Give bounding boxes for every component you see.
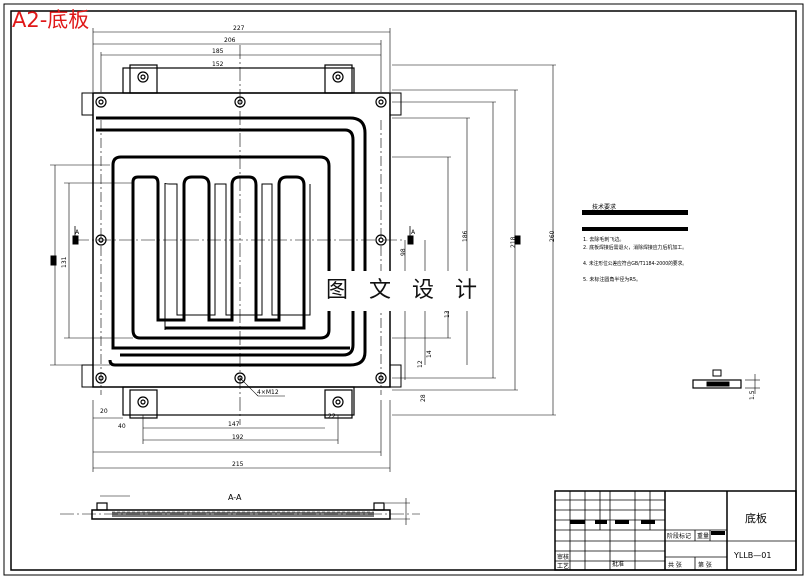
dimension-labels: 227 206 185 152 147 192 215 40 22 20 131… bbox=[61, 25, 556, 468]
tech-title: 技术要求 bbox=[592, 203, 616, 211]
bottom-lug-bar bbox=[122, 386, 355, 416]
section-view bbox=[60, 495, 420, 525]
dim-147: 147 bbox=[228, 421, 240, 428]
cut-mark-left: A bbox=[75, 229, 80, 236]
lug-bl bbox=[129, 389, 158, 419]
dim-133: 133 bbox=[444, 306, 451, 318]
dim-152: 152 bbox=[212, 61, 224, 68]
dim-22: 22 bbox=[328, 413, 336, 420]
tech-item-1: 1. 去除毛刺飞边。 bbox=[583, 236, 624, 243]
plan-view bbox=[75, 45, 405, 425]
tech-item-4: 5. 未标注圆角半径为R5。 bbox=[583, 276, 641, 283]
dim-192: 192 bbox=[232, 434, 244, 441]
dim-12: 12 bbox=[417, 360, 424, 368]
tech-item-3: 4. 未注形位公差应符合GB/T1184-2000的要求。 bbox=[583, 260, 687, 267]
lug-br bbox=[324, 389, 353, 419]
inner-border bbox=[10, 10, 797, 571]
top-lug-bar bbox=[122, 67, 355, 94]
dim-40: 40 bbox=[118, 423, 126, 430]
tb-approve: 批准 bbox=[612, 560, 624, 568]
dim-218: 218 bbox=[510, 236, 517, 248]
dim-20: 20 bbox=[100, 408, 108, 415]
dim-14: 14 bbox=[426, 350, 433, 358]
tb-process: 工艺 bbox=[557, 562, 569, 570]
lug-tr bbox=[324, 64, 353, 94]
dim-131: 131 bbox=[61, 256, 68, 268]
tb-sheet-no: 第 张 bbox=[698, 561, 712, 569]
detail-view bbox=[692, 369, 760, 394]
outer-channel bbox=[96, 116, 367, 367]
tech-item-2: 2. 底板焊接后需退火，消除焊接应力后机加工。 bbox=[583, 244, 687, 251]
tech-requirements: 技术要求 1. 去除毛刺飞边。 2. 底板焊接后需退火，消除焊接应力后机加工。 … bbox=[582, 203, 688, 283]
hole-callout: 4×M12 bbox=[257, 389, 279, 396]
part-name: 底板 bbox=[745, 511, 767, 525]
title-block bbox=[554, 490, 797, 571]
cut-mark-right: A bbox=[411, 229, 416, 236]
dim-206: 206 bbox=[224, 37, 236, 44]
dim-215: 215 bbox=[232, 461, 244, 468]
tb-review: 审核 bbox=[557, 553, 569, 561]
bolt-holes bbox=[95, 71, 387, 408]
dim-98: 98 bbox=[400, 248, 407, 256]
dimension-lines bbox=[50, 28, 556, 472]
outer-border bbox=[3, 3, 804, 576]
tb-stage: 阶段标记 bbox=[667, 532, 691, 540]
dim-28: 28 bbox=[420, 394, 427, 402]
lug-tl bbox=[129, 64, 158, 94]
section-label: A-A bbox=[228, 493, 242, 502]
serpentine-channel bbox=[138, 175, 306, 330]
drawing-number: YLLB—01 bbox=[733, 551, 771, 560]
tb-sheets: 共 张 bbox=[668, 561, 682, 569]
title-block-text: 阶段标记 重量 共 张 第 张 审核 工艺 批准 底板 YLLB—01 bbox=[557, 511, 771, 570]
dim-186: 186 bbox=[462, 230, 469, 242]
inner-channel bbox=[111, 155, 331, 340]
section-marks bbox=[50, 226, 521, 266]
dim-185: 185 bbox=[212, 48, 224, 55]
dim-227: 227 bbox=[233, 25, 245, 32]
sheet-label: A2-底板 bbox=[12, 8, 90, 32]
detail-dim: 1.5 bbox=[749, 390, 756, 400]
watermark: 图 文 设 计 bbox=[320, 271, 490, 311]
tb-weight: 重量 bbox=[697, 532, 709, 540]
dim-260: 260 bbox=[549, 230, 556, 242]
